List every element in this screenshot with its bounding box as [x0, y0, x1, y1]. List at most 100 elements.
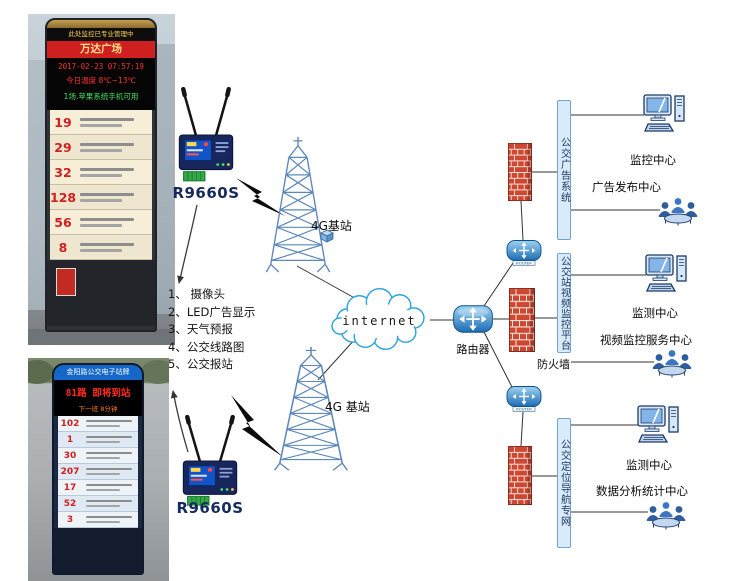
route-text-placeholder: [86, 515, 132, 525]
route-text-placeholder: [80, 166, 134, 178]
led-notice: 1场.苹果系统手机可用: [63, 92, 139, 101]
firewall-icon: [508, 143, 532, 201]
route-text-placeholder: [80, 141, 134, 153]
center-label: 数据分析统计中心: [596, 484, 688, 498]
center-label: 广告发布中心: [592, 180, 661, 194]
route-number: 17: [63, 482, 77, 493]
callout-arrows: [170, 204, 198, 453]
route-text-placeholder: [86, 483, 132, 493]
route-text-placeholder: [86, 435, 132, 445]
route-text-placeholder: [86, 451, 132, 461]
workgroup-icon: [652, 349, 692, 378]
kiosk-banner: 万达广场: [47, 41, 155, 58]
feature-list: 1、 摄像头 2、LED广告显示 3、天气预报 4、公交线路图 5、公交报站: [168, 286, 255, 374]
system-bar-label: 公交广告系统: [558, 137, 570, 203]
kiosk-led-screen: 2017-02-23 07:57:19 今日温度 8℃~13℃ 1场.苹果系统手…: [47, 58, 155, 110]
route-number: 52: [63, 498, 77, 509]
workstation-icon: [645, 254, 687, 292]
kiosk-header-text: 此处监控已专业管理中: [47, 28, 155, 41]
firewall-label: 防火墙: [537, 358, 570, 371]
router2-model-label: R9660S: [176, 499, 244, 517]
route-row: 29: [50, 135, 152, 160]
main-router-label: 路由器: [456, 343, 490, 356]
system-bar-video-platform: 公交站视频监控平台: [557, 253, 571, 353]
route-row: 52: [58, 496, 138, 512]
route-row: 30: [58, 448, 138, 464]
led-pillar: 金阳路公交电子站牌 81路 即将到站 下一班 8分钟 102 1 30 207 …: [52, 363, 144, 575]
tree-silhouette: [141, 360, 169, 384]
route-number: 8: [58, 239, 68, 255]
route-row: 3: [58, 512, 138, 528]
route-row: 17: [58, 480, 138, 496]
route-number: 32: [54, 164, 72, 180]
led-datetime: 2017-02-23 07:57:19: [58, 62, 144, 71]
route-number: 3: [66, 514, 74, 525]
lightning-bolt-icons: [231, 178, 285, 457]
route-text-placeholder: [86, 467, 132, 477]
route-text-placeholder: [80, 191, 134, 203]
4g-router-device-icon: [174, 86, 238, 188]
route-text-placeholder: [80, 216, 134, 228]
bus-route-list: 19 29 32 128 56 8: [50, 110, 152, 260]
route-row: 32: [50, 160, 152, 185]
system-bar-label: 公交定位导航专网: [558, 439, 570, 527]
feature-item: 4、公交线路图: [168, 339, 245, 354]
route-row: 128: [50, 185, 152, 210]
route-text-placeholder: [86, 499, 132, 509]
route-number: 1: [66, 434, 74, 445]
route-number: 19: [54, 114, 72, 130]
route-row: 8: [50, 235, 152, 260]
bus-route-list: 102 1 30 207 17 52 3: [58, 416, 138, 528]
photo-ground: [28, 329, 175, 345]
4g-tower-icon: [265, 136, 331, 273]
led-next-line: 下一班 8分钟: [78, 405, 118, 413]
route-row: 207: [58, 464, 138, 480]
workgroup-icon: [658, 197, 698, 226]
bus-stop-display-photo-top: 此处监控已专业管理中 万达广场 2017-02-23 07:57:19 今日温度…: [28, 14, 175, 345]
feature-item: 2、LED广告显示: [168, 304, 256, 319]
route-text-placeholder: [80, 241, 134, 253]
internet-cloud-icon: internet: [331, 287, 425, 350]
tower1-label: 4G基站: [311, 219, 352, 233]
workstation-icon: [643, 94, 685, 132]
pillar-header-text: 金阳路公交电子站牌: [54, 365, 142, 380]
route-number: 30: [63, 450, 77, 461]
led-kiosk: 此处监控已专业管理中 万达广场 2017-02-23 07:57:19 今日温度…: [45, 18, 157, 332]
feature-item: 5、公交报站: [168, 357, 233, 371]
system-bar-navigation: 公交定位导航专网: [557, 418, 571, 548]
system-bar-label: 公交站视频监控平台: [558, 255, 570, 351]
building-silhouette: [153, 44, 175, 314]
kiosk-base-panel: [47, 260, 155, 326]
4g-router-device-icon: [178, 414, 242, 512]
pillar-base: [54, 528, 142, 573]
router1-model-label: R9660S: [172, 184, 240, 202]
route-text-placeholder: [80, 116, 134, 128]
route-number: 102: [60, 418, 80, 429]
route-number: 128: [50, 189, 77, 205]
feature-item: 1、 摄像头: [168, 287, 225, 301]
led-arrival-line: 81路 即将到站: [65, 388, 131, 399]
route-row: 1: [58, 432, 138, 448]
firewall-icon: [509, 288, 535, 352]
system-bar-advertising: 公交广告系统: [557, 100, 571, 240]
route-row: 102: [58, 416, 138, 432]
workstation-icon: [637, 405, 679, 443]
led-temperature: 今日温度 8℃~13℃: [66, 76, 136, 85]
workgroup-icon: [646, 501, 686, 530]
small-router-icon: [506, 240, 542, 266]
base-poster: [56, 268, 76, 296]
pillar-led-screen: 81路 即将到站 下一班 8分钟: [54, 380, 142, 416]
center-label: 监控中心: [630, 153, 676, 167]
route-number: 207: [60, 466, 80, 477]
tree-silhouette: [28, 360, 54, 384]
route-number: 56: [54, 214, 72, 230]
route-row: 56: [50, 210, 152, 235]
kiosk-top-trim: [47, 20, 155, 28]
bus-stop-display-photo-bottom: 金阳路公交电子站牌 81路 即将到站 下一班 8分钟 102 1 30 207 …: [28, 358, 169, 581]
feature-item: 3、天气预报: [168, 322, 233, 336]
route-number: 29: [54, 139, 72, 155]
center-label: 监测中心: [632, 306, 678, 320]
small-router-icon: [506, 386, 542, 412]
